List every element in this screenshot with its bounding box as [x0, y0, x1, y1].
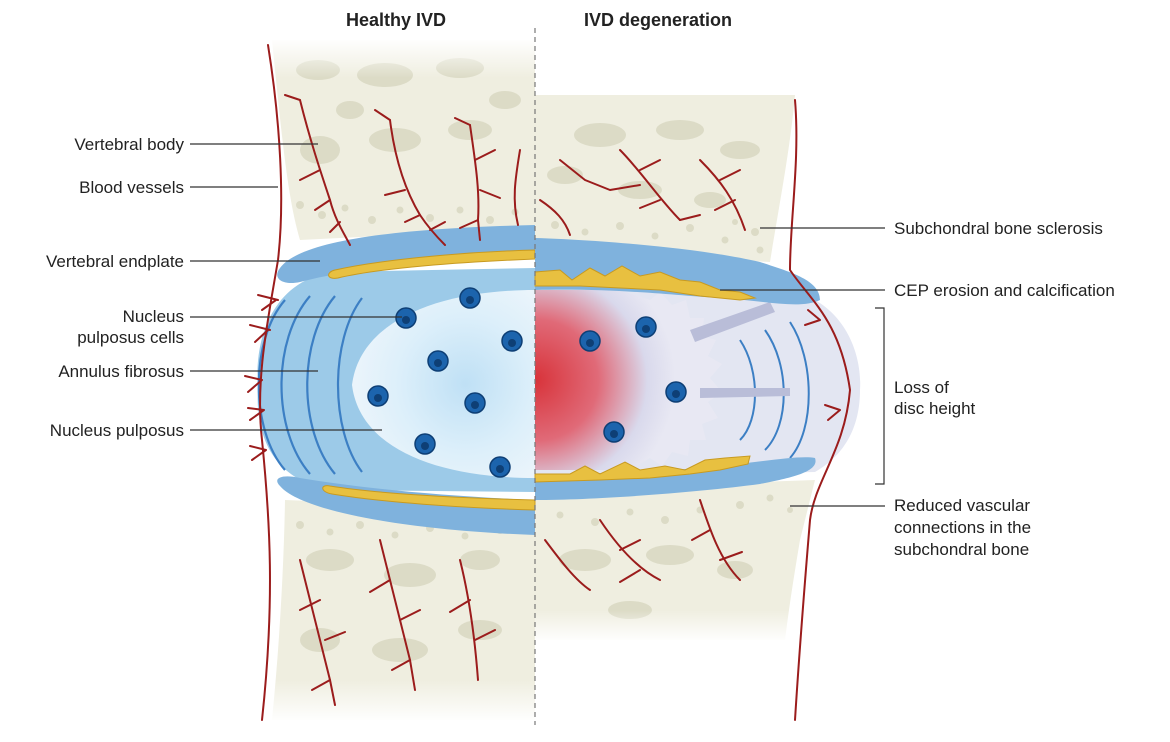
np-cell: [396, 308, 416, 328]
label-annulus-fibrosus: Annulus fibrosus: [0, 361, 184, 382]
upper-vertebral-body: [272, 38, 802, 262]
np-cell: [368, 386, 388, 406]
label-loss-height-line2: disc height: [894, 398, 975, 419]
np-cell: [460, 288, 480, 308]
np-cell: [580, 331, 600, 351]
np-cell: [428, 351, 448, 371]
np-cell: [465, 393, 485, 413]
label-reduced-vasc-line3: subchondral bone: [894, 539, 1029, 560]
label-cep-erosion: CEP erosion and calcification: [894, 280, 1115, 301]
np-cell: [666, 382, 686, 402]
label-reduced-vasc-line2: connections in the: [894, 517, 1031, 538]
heading-degeneration: IVD degeneration: [584, 10, 732, 31]
lower-vertebral-body: [272, 480, 815, 722]
degenerated-disc: [535, 282, 860, 478]
healthy-disc: [258, 268, 535, 492]
label-vertebral-endplate: Vertebral endplate: [0, 251, 184, 272]
label-subchondral-sclerosis: Subchondral bone sclerosis: [894, 218, 1103, 239]
np-cell: [604, 422, 624, 442]
label-reduced-vasc-line1: Reduced vascular: [894, 495, 1030, 516]
np-cell: [502, 331, 522, 351]
np-cell: [490, 457, 510, 477]
heading-healthy: Healthy IVD: [346, 10, 446, 31]
label-np-cells-line1: Nucleus: [0, 306, 184, 327]
label-vertebral-body: Vertebral body: [0, 134, 184, 155]
np-cell: [636, 317, 656, 337]
np-cell: [415, 434, 435, 454]
label-loss-height-line1: Loss of: [894, 377, 949, 398]
label-nucleus-pulposus: Nucleus pulposus: [0, 420, 184, 441]
label-np-cells-line2: pulposus cells: [0, 327, 184, 348]
label-blood-vessels: Blood vessels: [0, 177, 184, 198]
